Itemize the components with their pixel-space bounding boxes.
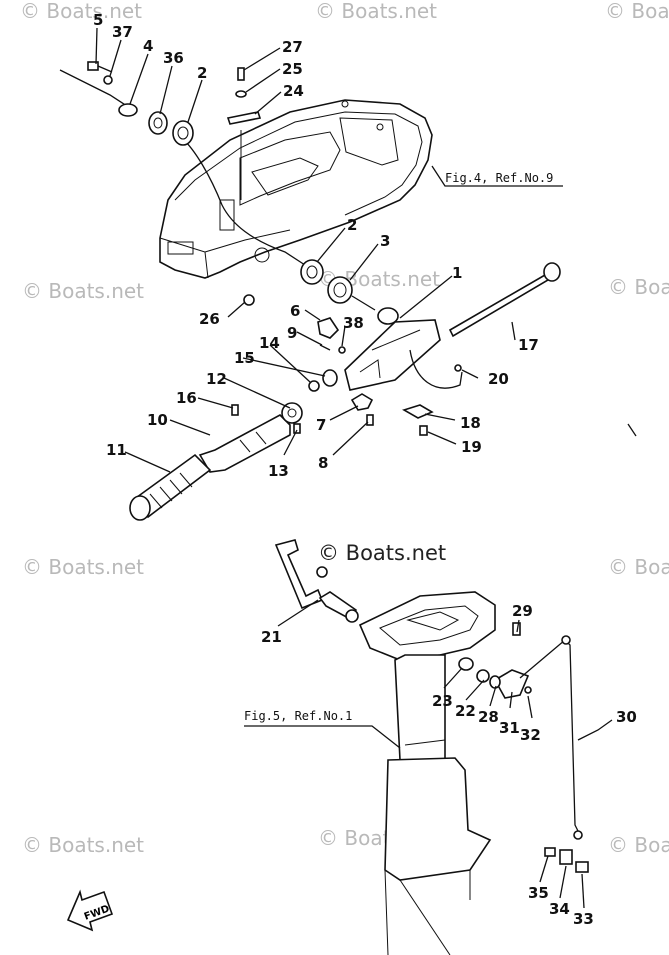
leader-lines xyxy=(95,27,613,909)
drive-shaft-housing xyxy=(274,539,589,955)
part-number: 28 xyxy=(478,708,499,726)
part-number: 36 xyxy=(163,49,184,67)
part-number: 14 xyxy=(259,334,280,352)
part-number: 13 xyxy=(268,462,289,480)
part-number: 37 xyxy=(112,23,133,41)
watermark: © Boats.net xyxy=(22,555,144,579)
part-number: 20 xyxy=(488,370,509,388)
part-number: 29 xyxy=(512,602,533,620)
part-number: 9 xyxy=(287,324,297,342)
part-number: 25 xyxy=(282,60,303,78)
part-number: 2 xyxy=(197,64,207,82)
part-number: 2 xyxy=(347,216,357,234)
part-number: 31 xyxy=(499,719,520,737)
fig4-reference: Fig.4, Ref.No.9 xyxy=(445,171,553,185)
watermark: © Boats.net xyxy=(608,555,669,579)
watermark: © Boats.net xyxy=(605,0,669,23)
part-number: 6 xyxy=(290,302,300,320)
watermark: © Boats.net xyxy=(22,833,144,857)
part-number: 21 xyxy=(261,628,282,646)
cable-assembly xyxy=(59,61,306,306)
part-number: 8 xyxy=(318,454,328,472)
reference-labels: Fig.4, Ref.No.9 Fig.5, Ref.No.1 xyxy=(244,165,563,749)
part-number: 32 xyxy=(520,726,541,744)
part-number: 23 xyxy=(432,692,453,710)
part-number: 30 xyxy=(616,708,637,726)
throttle-shaft xyxy=(300,259,561,436)
part-number: 4 xyxy=(143,37,153,55)
part-number: 15 xyxy=(234,349,255,367)
part-number: 34 xyxy=(549,900,570,918)
part-numbers: 5 37 4 36 2 27 25 24 2 3 1 17 26 6 9 38 … xyxy=(93,11,637,928)
watermark: © Boats.net xyxy=(608,275,669,299)
bottom-cowling xyxy=(159,99,433,279)
part-number: 18 xyxy=(460,414,481,432)
watermark: © Boats.net xyxy=(20,0,142,23)
part-number: 35 xyxy=(528,884,549,902)
fig5-reference: Fig.5, Ref.No.1 xyxy=(244,709,352,723)
part-number: 27 xyxy=(282,38,303,56)
watermark: © Boats.net xyxy=(608,833,669,857)
part-number: 38 xyxy=(343,314,364,332)
part-number: 19 xyxy=(461,438,482,456)
part-number: 33 xyxy=(573,910,594,928)
part-number: 16 xyxy=(176,389,197,407)
watermark: © Boats.net xyxy=(22,279,144,303)
part-number: 17 xyxy=(518,336,539,354)
part-number: 10 xyxy=(147,411,168,429)
part-number: 12 xyxy=(206,370,227,388)
throttle-grip xyxy=(129,369,338,521)
part-number: 11 xyxy=(106,441,127,459)
part-number: 7 xyxy=(316,416,326,434)
part-number: 26 xyxy=(199,310,220,328)
part-number: 5 xyxy=(93,11,103,29)
watermark: © Boats.net xyxy=(318,541,446,565)
stray-mark xyxy=(627,423,637,437)
part-number: 1 xyxy=(452,264,462,282)
part-number: 24 xyxy=(283,82,304,100)
fwd-arrow-icon: FWD xyxy=(66,889,114,932)
part-number: 3 xyxy=(380,232,390,250)
part-number: 22 xyxy=(455,702,476,720)
watermark: © Boats.net xyxy=(315,0,437,23)
